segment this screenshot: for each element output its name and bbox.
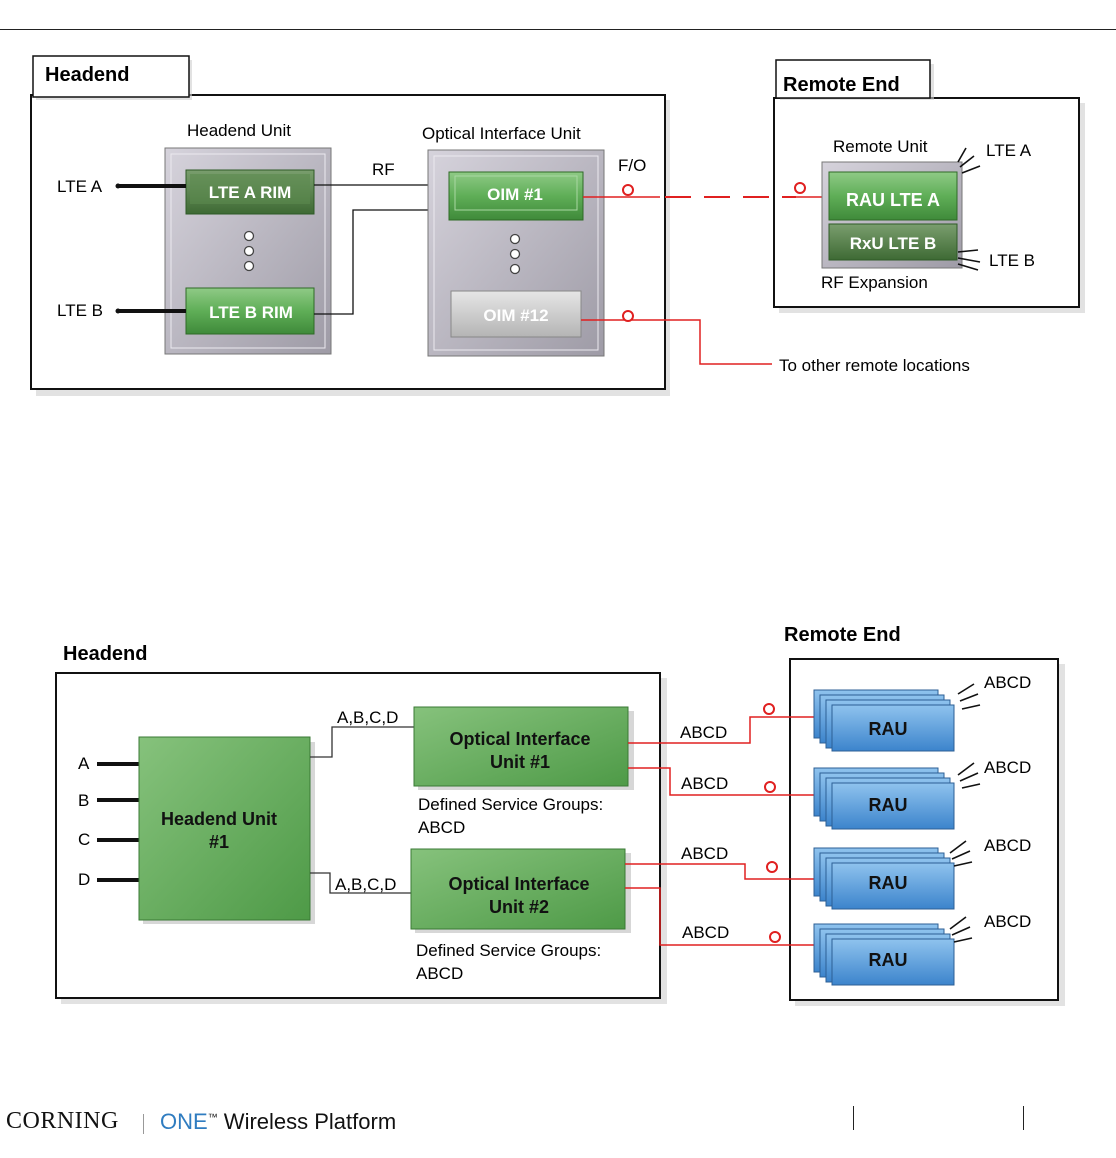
footer-divider (1023, 1106, 1024, 1130)
remote-unit-label: Remote Unit (833, 137, 928, 156)
oiu-1 (413, 706, 629, 787)
antenna-3-label: ABCD (984, 836, 1031, 855)
header-rule (0, 29, 1116, 30)
fiber-4-label: ABCD (682, 923, 729, 942)
dsg-2-line1: Defined Service Groups: (416, 941, 601, 960)
rau-stack-4: RAU (813, 923, 955, 986)
antenna-icon (957, 249, 981, 271)
oim-12 (450, 290, 582, 338)
input-c-label: C (78, 830, 90, 849)
headend-title: Headend (45, 64, 129, 86)
rau-4-label: RAU (869, 950, 908, 970)
antenna-icon (957, 147, 981, 174)
remote-title: Remote End (783, 74, 900, 96)
oim-12-label: OIM #12 (483, 306, 548, 325)
antenna-icon (957, 762, 981, 789)
rxu-lte-b-label: RxU LTE B (850, 234, 937, 253)
rau-3-label: RAU (869, 873, 908, 893)
antenna-2-label: ABCD (984, 758, 1031, 777)
page-footer: CORNING ONE™ Wireless Platform (0, 1100, 1116, 1150)
remote-title-2: Remote End (784, 624, 901, 646)
lte-b-input-label: LTE B (57, 301, 103, 320)
input-d-label: D (78, 870, 90, 889)
headend-unit-1 (138, 736, 311, 921)
platform-one: ONE (160, 1109, 208, 1134)
platform-tm: ™ (207, 1112, 218, 1124)
oiu-1-line2: Unit #1 (490, 752, 550, 772)
antenna-icon (949, 840, 973, 867)
antenna-1-label: ABCD (984, 673, 1031, 692)
platform-name: ONE™ Wireless Platform (160, 1109, 396, 1135)
diagram-2: Headend Remote End A B C D Headend Unit … (55, 624, 1065, 1006)
dsg-1-line1: Defined Service Groups: (418, 795, 603, 814)
rf-label: RF (372, 160, 395, 179)
lte-a-input-label: LTE A (57, 177, 103, 196)
headend-unit-1-line1: Headend Unit (161, 809, 277, 829)
rau-stack-3: RAU (813, 847, 955, 910)
rxu-lte-b (828, 223, 958, 261)
rau-lte-a (828, 171, 958, 221)
to-other-remote-label: To other remote locations (779, 356, 970, 375)
fiber-1-label: ABCD (680, 723, 727, 742)
fiber-2-label: ABCD (681, 774, 728, 793)
oiu-label: Optical Interface Unit (422, 124, 581, 143)
dsg-2-line2: ABCD (416, 964, 463, 983)
oiu-2 (410, 848, 626, 930)
rau-lte-a-label: RAU LTE A (846, 190, 940, 210)
lte-b-rim-label: LTE B RIM (209, 303, 293, 322)
fo-label: F/O (618, 156, 646, 175)
headend-title-tab (32, 55, 190, 98)
oim-1 (448, 171, 584, 221)
corning-logo: CORNING (6, 1108, 119, 1134)
diagram-figure: Headend Remote End Headend Unit LTE A RI… (30, 55, 1085, 1006)
remote-title-tab (775, 59, 931, 99)
diagram-1: Headend Remote End Headend Unit LTE A RI… (30, 55, 1085, 396)
footer-separator (143, 1114, 144, 1134)
footer-divider (853, 1106, 854, 1130)
oiu-2-line2: Unit #2 (489, 897, 549, 917)
input-lines: A B C D (78, 754, 139, 889)
input-b-label: B (78, 791, 89, 810)
lte-b-rim (185, 287, 315, 335)
oim-1-label: OIM #1 (487, 185, 543, 204)
remote-lte-b-label: LTE B (989, 251, 1035, 270)
fiber-3-label: ABCD (681, 844, 728, 863)
platform-rest: Wireless Platform (217, 1109, 397, 1134)
input-a-label: A (78, 754, 90, 773)
lte-a-rim-label: LTE A RIM (209, 183, 291, 202)
antenna-4-label: ABCD (984, 912, 1031, 931)
headend-unit-1-line2: #1 (209, 832, 229, 852)
antenna-icon (949, 916, 973, 943)
rau-stack-1: RAU (813, 689, 955, 752)
oiu-2-line1: Optical Interface (448, 874, 589, 894)
headend-unit-label: Headend Unit (187, 121, 291, 140)
oiu-1-line1: Optical Interface (449, 729, 590, 749)
dsg-1-line2: ABCD (418, 818, 465, 837)
link-1-label: A,B,C,D (337, 708, 398, 727)
rau-2-label: RAU (869, 795, 908, 815)
rau-1-label: RAU (869, 719, 908, 739)
rau-stack-2: RAU (813, 767, 955, 830)
antenna-icon (957, 683, 981, 710)
rf-expansion-label: RF Expansion (821, 273, 928, 292)
headend-title-2: Headend (63, 643, 147, 665)
link-2-label: A,B,C,D (335, 875, 396, 894)
remote-lte-a-label: LTE A (986, 141, 1032, 160)
